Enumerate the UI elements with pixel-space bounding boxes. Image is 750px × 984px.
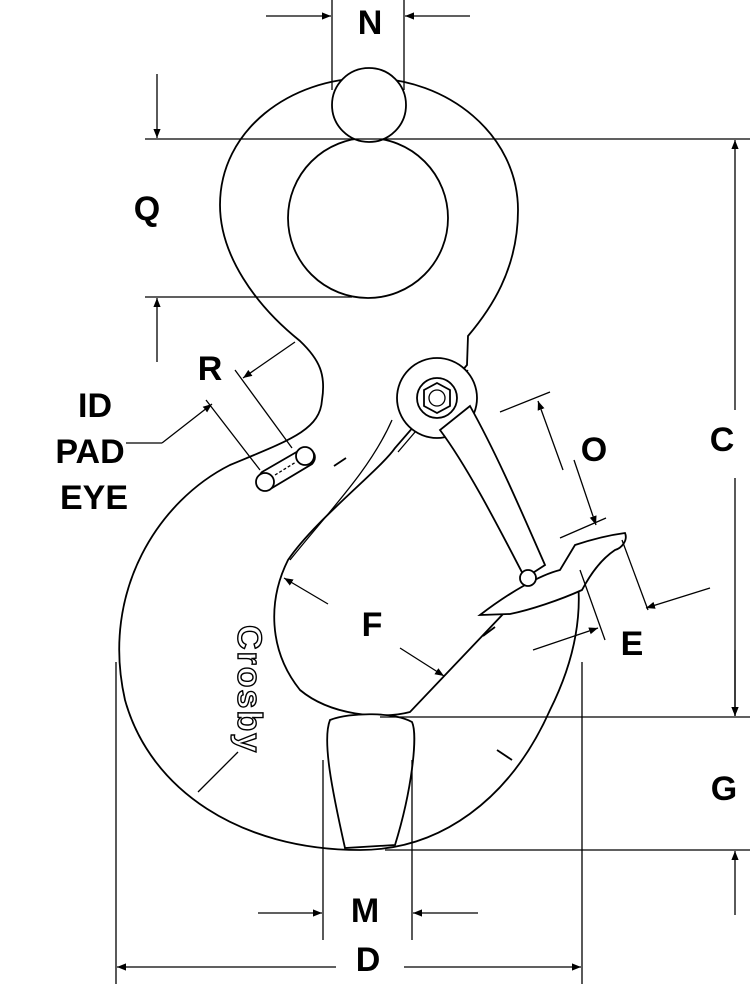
label-c: C: [710, 421, 735, 459]
label-eye: EYE: [60, 479, 128, 517]
label-f: F: [362, 606, 383, 644]
crosby-logo: Crosby: [230, 625, 268, 754]
dim-g: [385, 650, 750, 915]
dim-id-pad-eye: [126, 399, 261, 471]
dim-n: [266, 0, 470, 90]
label-r: R: [198, 350, 223, 388]
dim-d: [115, 662, 583, 984]
latch-pivot: [396, 357, 547, 580]
nose-block: [326, 713, 416, 849]
hex-nut-icon: [423, 381, 451, 415]
pin-circle: [331, 67, 407, 143]
dim-e: [532, 539, 711, 651]
label-q: Q: [134, 190, 160, 228]
dim-o: [499, 391, 607, 539]
label-n: N: [358, 4, 383, 42]
dim-q: [145, 74, 750, 362]
dim-r: [234, 341, 296, 449]
dim-f: [283, 577, 445, 677]
label-m: M: [351, 892, 379, 930]
label-o: O: [581, 431, 607, 469]
label-id: ID: [78, 387, 112, 425]
label-pad: PAD: [55, 433, 124, 471]
dim-m: [258, 760, 478, 940]
label-e: E: [621, 625, 644, 663]
id-pad-eye: [255, 446, 316, 492]
label-g: G: [711, 770, 737, 808]
body-ticks: [197, 457, 513, 793]
eye-hole: [287, 137, 449, 299]
label-d: D: [356, 941, 381, 979]
latch-arm: [477, 532, 627, 616]
